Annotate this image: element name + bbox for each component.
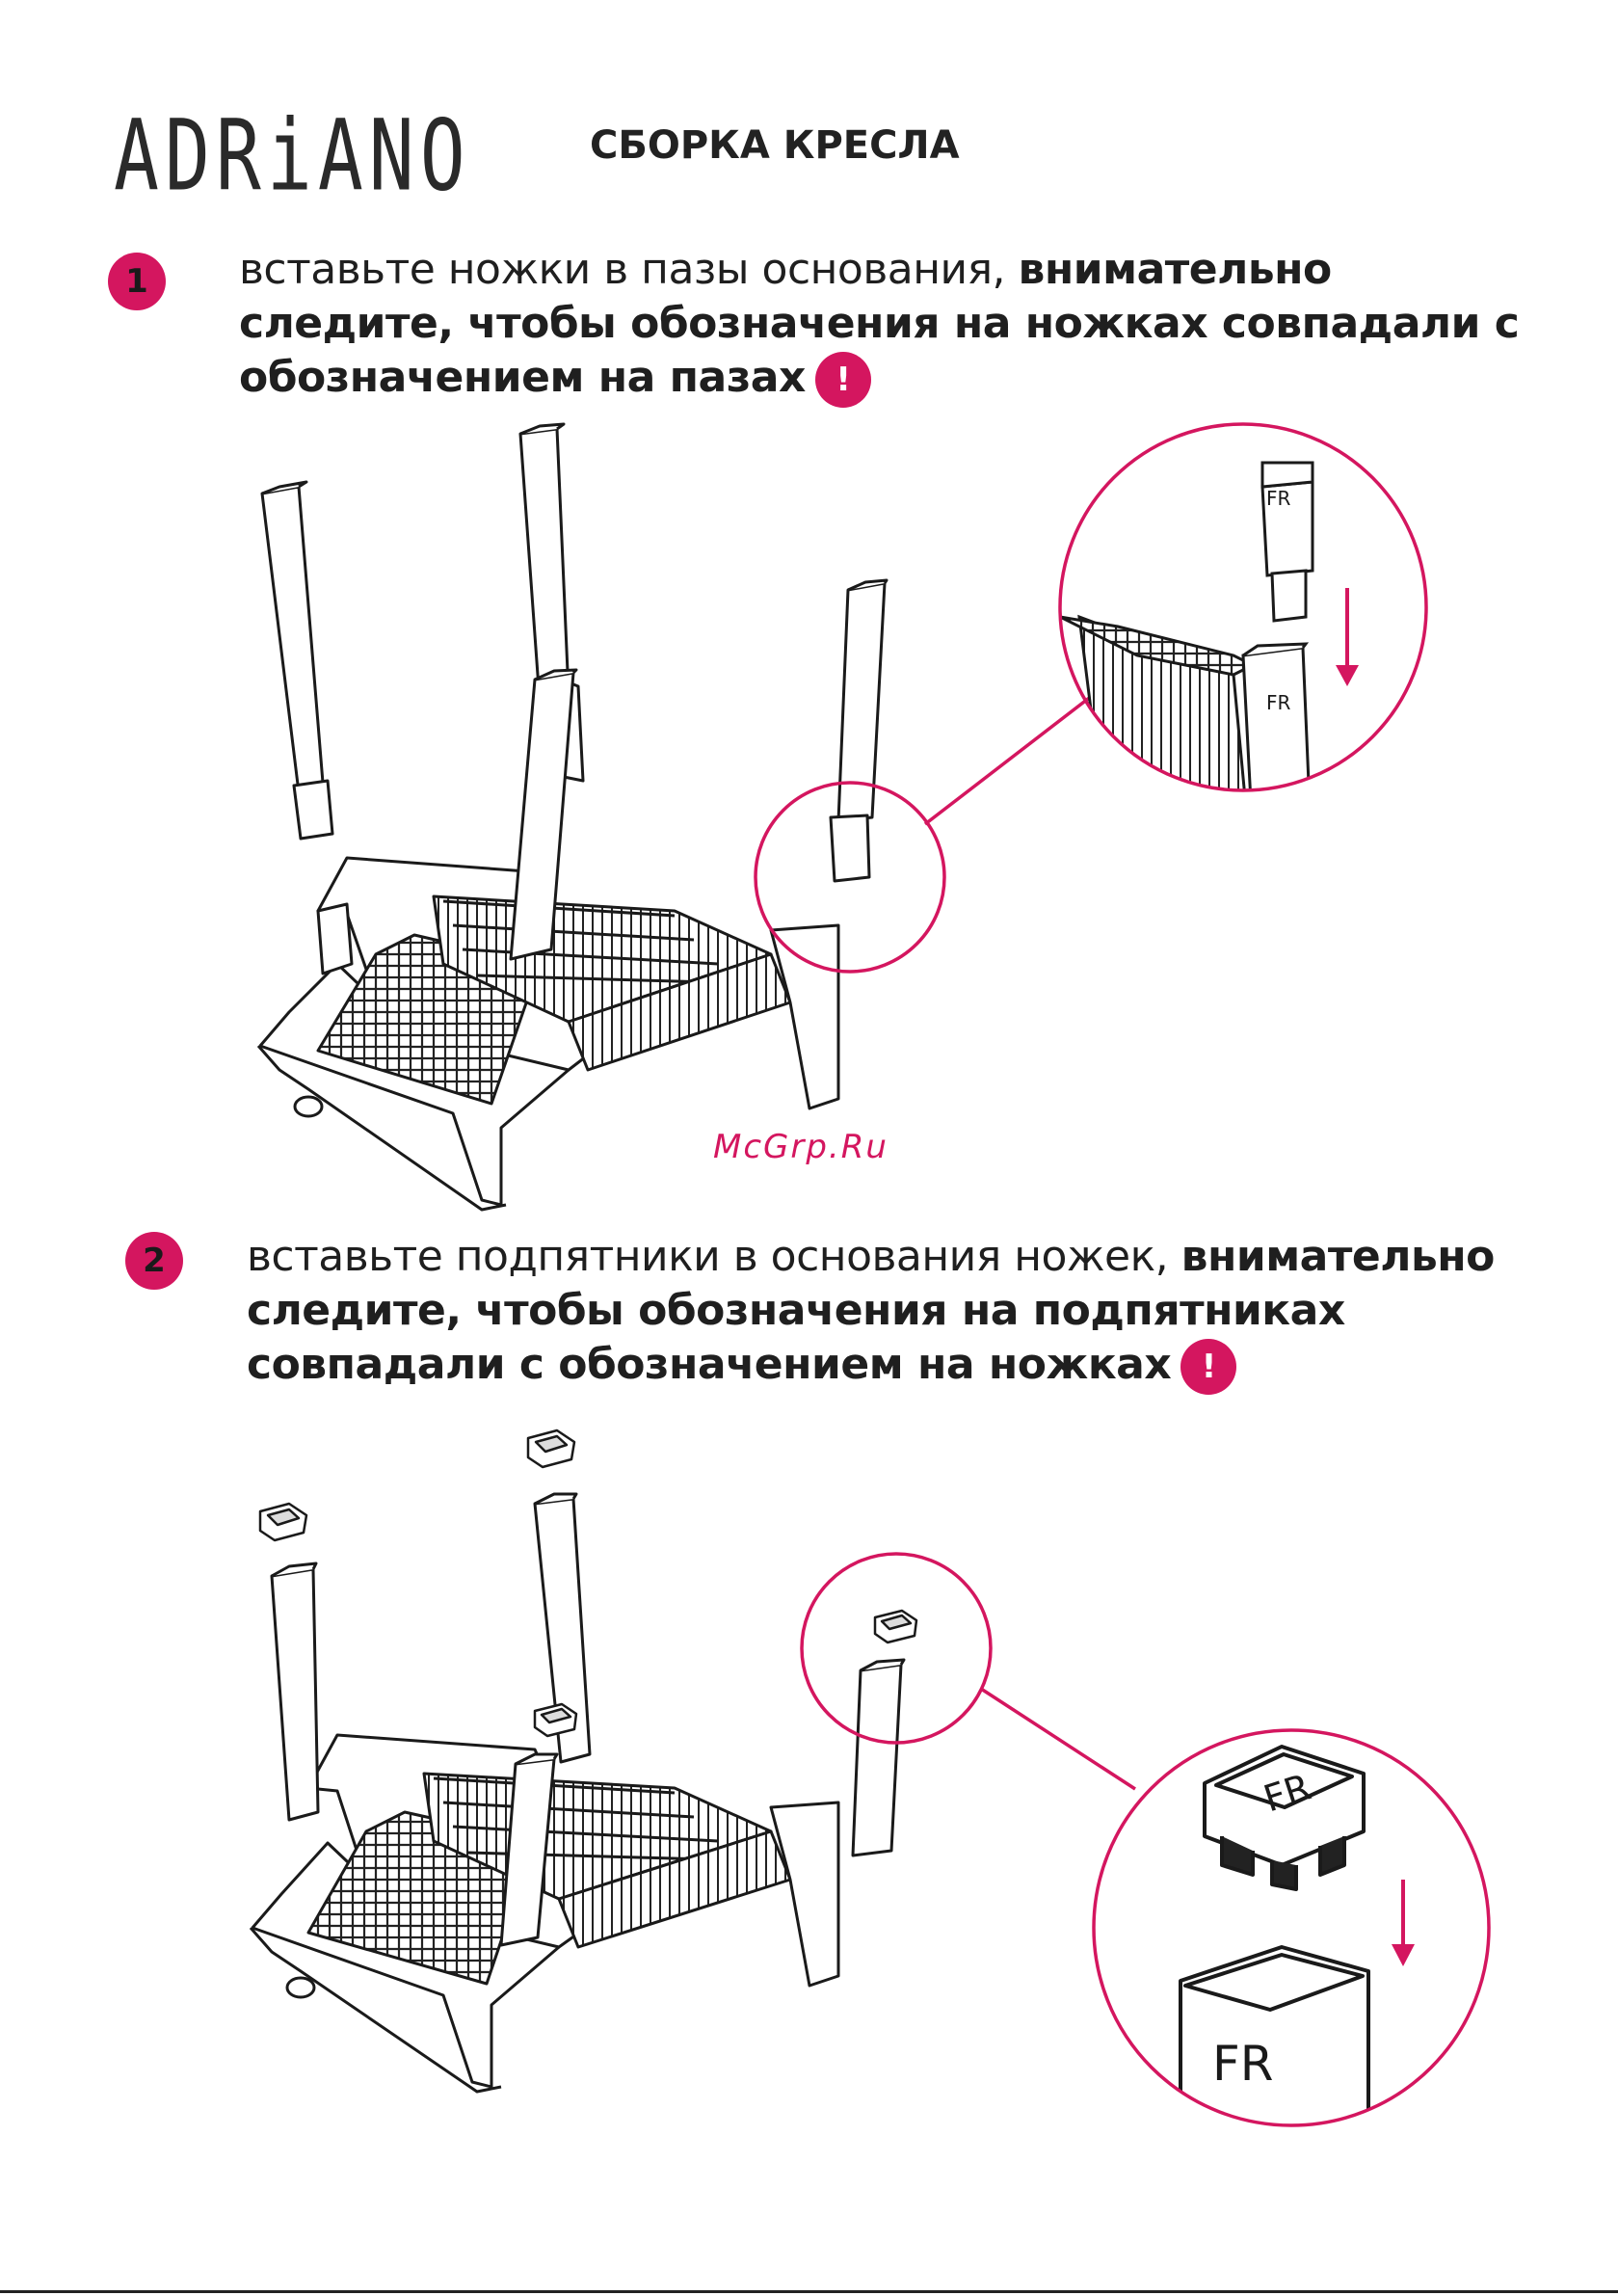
bottom-rule	[0, 2290, 1618, 2293]
fr-label-leg-end: FR	[1212, 2036, 1274, 2092]
fr-label-leg: FR	[1266, 487, 1291, 510]
detail-view-step-2: FR FR	[1094, 1730, 1489, 2159]
foot-caps-step-2	[260, 1430, 916, 1736]
fr-label-slot: FR	[1266, 691, 1291, 714]
arrow-down-icon	[1392, 1880, 1415, 1966]
detail-view-step-1: FR FR	[1060, 424, 1426, 839]
arrow-down-icon	[1336, 588, 1359, 686]
zoom-connector-step-2	[981, 1689, 1135, 1789]
zoom-connector-step-1	[925, 689, 1101, 824]
